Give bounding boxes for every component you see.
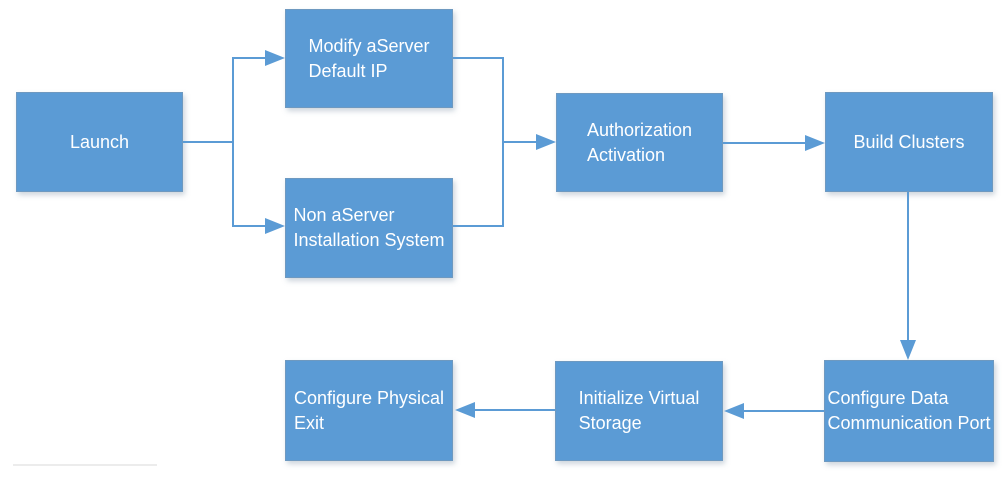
flow-node-label: Configure Data Communication Port (827, 388, 991, 433)
flow-node-label: Modify aServer Default IP (308, 35, 430, 81)
flow-node-non-aserver-installation-system: Non aServer Installation System (285, 178, 453, 278)
connector-line (453, 57, 503, 59)
flow-node-build-clusters: Build Clusters (825, 92, 993, 192)
flow-node-label: Initialize Virtual Storage (578, 388, 700, 433)
connector-line (232, 57, 267, 59)
flow-node-launch: Launch (16, 92, 183, 192)
flow-node-label: Build Clusters (853, 131, 965, 152)
arrowhead-right-icon (536, 134, 556, 150)
flow-node-label: Launch (69, 131, 130, 152)
arrowhead-right-icon (265, 50, 285, 66)
connector-line (232, 225, 267, 227)
flow-node-label: Authorization Activation (586, 119, 693, 165)
connector-line (744, 410, 824, 412)
arrowhead-left-icon (455, 402, 475, 418)
connector-line (723, 142, 807, 144)
arrowhead-right-icon (265, 218, 285, 234)
arrowhead-down-icon (900, 340, 916, 360)
flow-node-label: Configure Physical Exit (293, 387, 445, 433)
flow-node-initialize-virtual-storage: Initialize Virtual Storage (555, 361, 723, 461)
flow-node-authorization-activation: Authorization Activation (556, 93, 723, 192)
connector-line (502, 141, 538, 143)
flow-node-configure-data-communication-port: Configure Data Communication Port (824, 360, 994, 462)
connector-line (232, 57, 234, 227)
connector-line (907, 192, 909, 340)
connector-line (183, 141, 233, 143)
connector-line (453, 225, 503, 227)
flow-node-modify-aserver-default-ip: Modify aServer Default IP (285, 9, 453, 108)
flow-node-label: Non aServer Installation System (293, 205, 445, 250)
arrowhead-left-icon (724, 403, 744, 419)
faint-artifact-line (13, 464, 157, 466)
connector-line (475, 409, 555, 411)
flow-node-configure-physical-exit: Configure Physical Exit (285, 360, 453, 461)
arrowhead-right-icon (805, 135, 825, 151)
